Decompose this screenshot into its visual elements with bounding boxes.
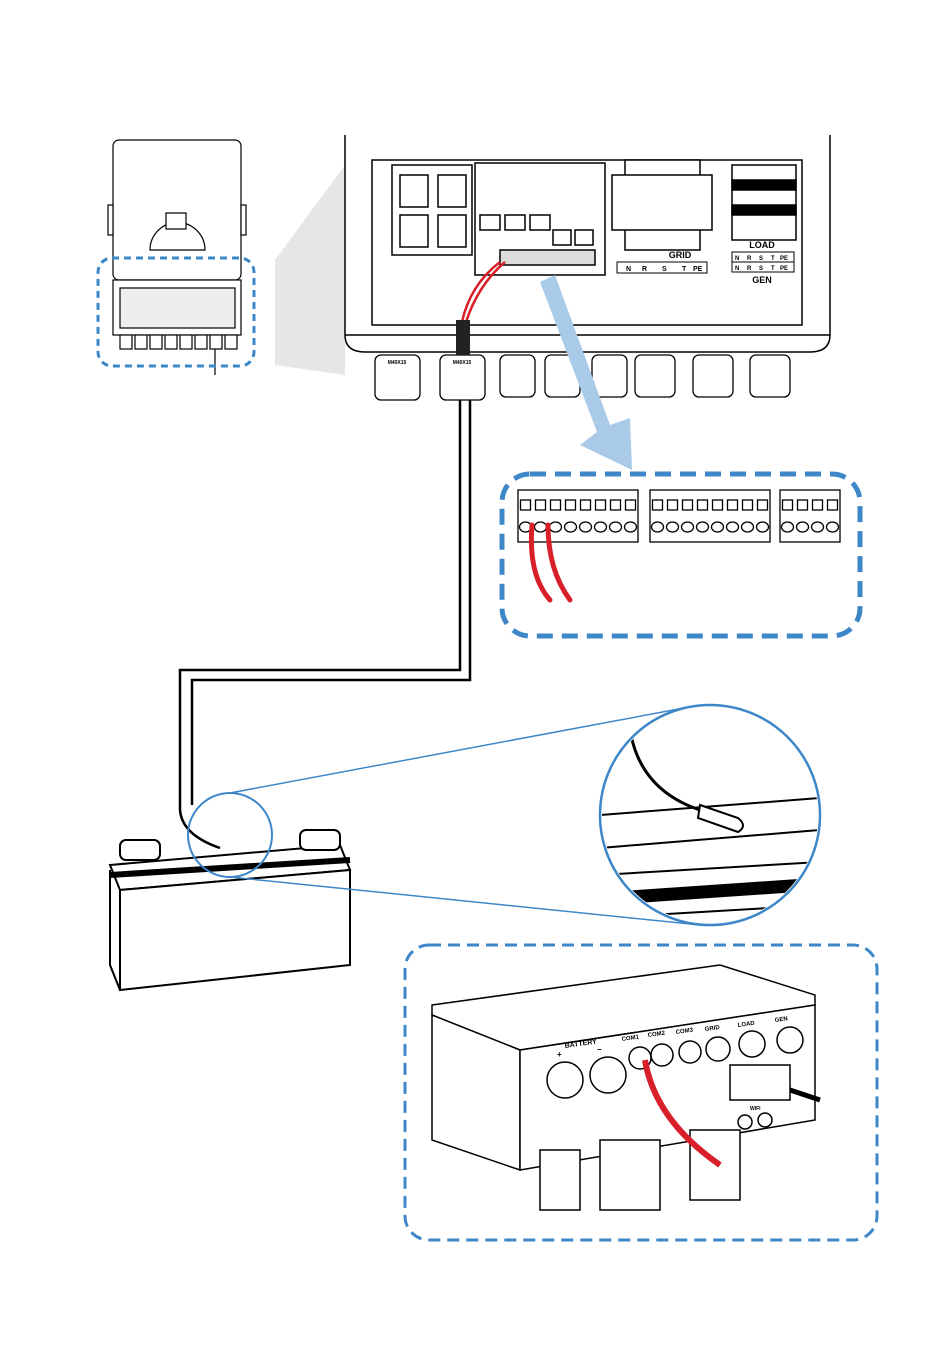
terminal-screw [783, 500, 793, 510]
terminal-screw [698, 500, 708, 510]
gen-terminal-label: T [771, 266, 775, 272]
terminal-socket [727, 522, 739, 532]
wifi-label: WIFI [750, 1106, 761, 1112]
grid-terminal-label: PE [693, 266, 703, 273]
load-terminal-label: T [771, 256, 775, 262]
terminal-socket [757, 522, 769, 532]
terminal-screw [828, 500, 838, 510]
terminal-socket [550, 522, 562, 532]
terminal-screw [596, 500, 606, 510]
grid-terminal-label: S [662, 266, 667, 273]
terminal-socket [565, 522, 577, 532]
terminal-socket [712, 522, 724, 532]
load-gen-terminal-strip: N R S T PE N R S T PE [732, 252, 794, 272]
gen-terminal-label: PE [780, 266, 788, 272]
terminal-group [780, 490, 840, 542]
battery-minus-label: − [597, 1045, 602, 1054]
terminal-socket [535, 522, 547, 532]
terminal-screw [713, 500, 723, 510]
terminal-screw [813, 500, 823, 510]
inverter-bottom-view [432, 965, 820, 1210]
grid-terminal-label: N [626, 266, 631, 273]
load-label: LOAD [749, 240, 775, 250]
gland-label: M40X15 [453, 360, 472, 366]
terminal-screw [566, 500, 576, 510]
terminal-group [650, 490, 770, 542]
terminal-socket [580, 522, 592, 532]
terminal-socket [782, 522, 794, 532]
load-terminal-label: R [747, 256, 752, 262]
grid-label: GRID [669, 250, 692, 260]
terminal-socket [667, 522, 679, 532]
terminal-socket [625, 522, 637, 532]
terminal-socket [652, 522, 664, 532]
terminal-screw [728, 500, 738, 510]
grid-terminal-label: T [682, 266, 687, 273]
wire-sleeve [456, 320, 470, 355]
gen-terminal-label: S [759, 266, 763, 272]
terminal-socket [827, 522, 839, 532]
grid-terminal-strip: N R S T PE [617, 262, 707, 273]
terminal-socket [595, 522, 607, 532]
terminal-screw [668, 500, 678, 510]
battery-plus-label: + [557, 1050, 562, 1059]
terminal-socket [797, 522, 809, 532]
terminal-screw [653, 500, 663, 510]
terminal-screw [758, 500, 768, 510]
terminal-screw [683, 500, 693, 510]
gen-terminal-label: N [735, 266, 739, 272]
gen-label: GEN [752, 275, 772, 285]
load-terminal-label: N [735, 256, 739, 262]
terminal-socket [697, 522, 709, 532]
terminal-screw [626, 500, 636, 510]
terminal-socket [610, 522, 622, 532]
temp-sensor-cable [180, 400, 470, 848]
terminal-screw [743, 500, 753, 510]
terminal-group [518, 490, 638, 542]
terminal-screw [551, 500, 561, 510]
terminal-screw [521, 500, 531, 510]
grid-terminal-label: R [642, 266, 647, 273]
load-terminal-label: PE [780, 256, 788, 262]
gen-terminal-label: R [747, 266, 752, 272]
terminal-block [518, 490, 840, 542]
battery [110, 830, 350, 990]
terminal-socket [682, 522, 694, 532]
sensor-magnifier [600, 705, 820, 925]
terminal-socket [812, 522, 824, 532]
terminal-socket [742, 522, 754, 532]
magnify-wedge [275, 165, 345, 375]
terminal-screw [611, 500, 621, 510]
terminal-screw [798, 500, 808, 510]
terminal-screw [536, 500, 546, 510]
terminal-screw [581, 500, 591, 510]
load-terminal-label: S [759, 256, 763, 262]
gland-label: M40X15 [388, 360, 407, 366]
